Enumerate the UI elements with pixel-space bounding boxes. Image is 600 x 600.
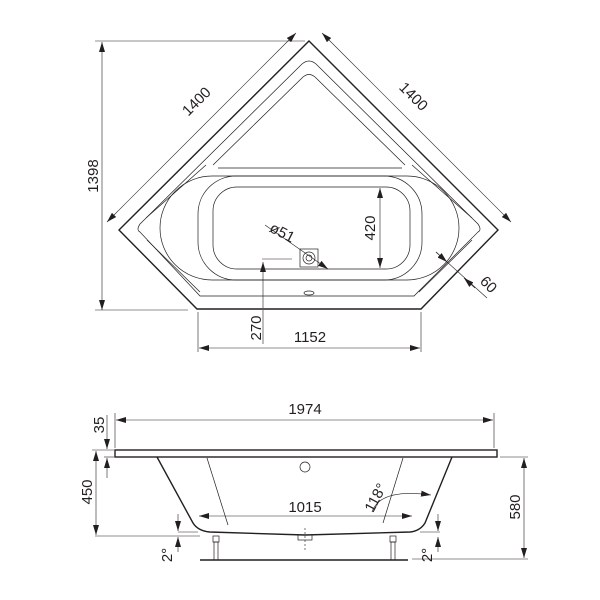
top-view: 1398 1400 1400 420 ø51 270 1152 60 bbox=[85, 32, 512, 352]
overflow-icon bbox=[299, 461, 311, 473]
dim-rim-thickness-label: 35 bbox=[91, 417, 108, 434]
rim-inner-outline bbox=[137, 60, 481, 297]
overflow-icon bbox=[303, 290, 315, 296]
dim-slope-right-label: 2° bbox=[419, 548, 436, 562]
waste-fitting-icon bbox=[297, 528, 313, 550]
tub-body bbox=[156, 456, 453, 536]
rim-groove-right bbox=[418, 239, 473, 293]
leg-right bbox=[389, 535, 397, 561]
basin-inner bbox=[212, 186, 411, 270]
shelf-outline bbox=[212, 74, 406, 166]
drain-icon bbox=[299, 248, 319, 268]
dim-drain-offset-label: 270 bbox=[248, 315, 265, 340]
dim-side-left-label: 1400 bbox=[179, 84, 215, 120]
rim-groove-right-top bbox=[411, 164, 473, 219]
dim-height-label: 1398 bbox=[85, 159, 102, 192]
dim-side-left-line bbox=[106, 32, 297, 223]
rim bbox=[114, 449, 498, 458]
dim-wall-angle-arc bbox=[371, 490, 432, 513]
basin-middle bbox=[197, 175, 423, 281]
side-view: 1974 35 450 580 1015 118° 2° 2° bbox=[79, 401, 528, 562]
rim-groove-left bbox=[146, 239, 201, 293]
leg-left bbox=[212, 535, 220, 561]
dim-front-width-label: 1152 bbox=[294, 329, 326, 346]
arrow bbox=[435, 251, 448, 263]
dim-drain-diameter-label: ø51 bbox=[267, 220, 298, 247]
arrow bbox=[463, 277, 476, 289]
dim-slope-left-label: 2° bbox=[159, 548, 176, 562]
dim-bottom-length-label: 1015 bbox=[288, 499, 321, 516]
dim-side-right-line bbox=[321, 32, 512, 223]
inner-wall-left bbox=[206, 457, 229, 526]
inner-wall-right bbox=[382, 457, 404, 524]
dim-total-length-label: 1974 bbox=[288, 401, 321, 418]
dim-wall-angle-label: 118° bbox=[361, 481, 390, 515]
dim-total-height-label: 580 bbox=[507, 494, 524, 519]
dim-drain-line bbox=[264, 224, 329, 270]
dim-depth-label: 450 bbox=[79, 479, 96, 504]
dim-rim-width-label: 60 bbox=[476, 273, 500, 297]
dim-inner-width-label: 420 bbox=[362, 215, 379, 240]
dim-side-right-label: 1400 bbox=[395, 79, 431, 115]
